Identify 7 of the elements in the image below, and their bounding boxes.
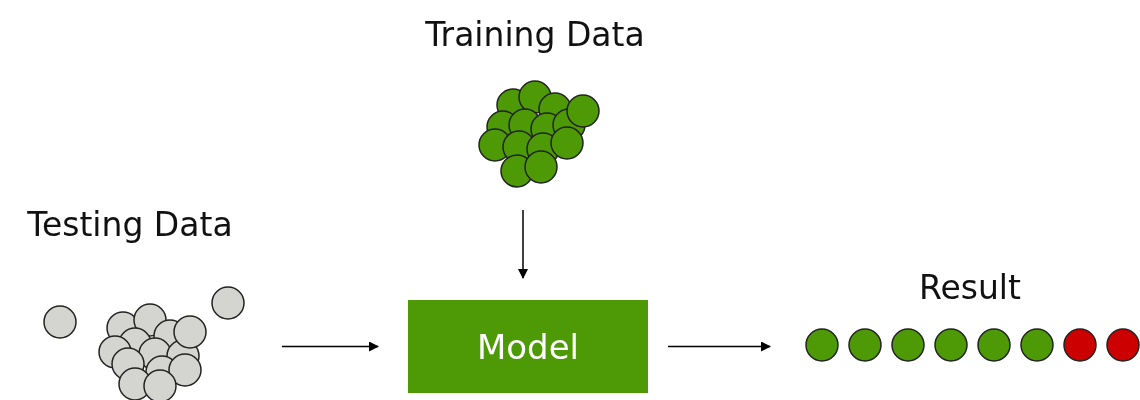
arrow (281, 341, 379, 352)
data-title: Result (918, 268, 1022, 307)
data-title: Testing Data (26, 205, 234, 244)
data-title: Training Data (424, 15, 646, 54)
model-box: Model (408, 300, 648, 393)
arrow (518, 209, 528, 279)
arrow (667, 341, 771, 352)
